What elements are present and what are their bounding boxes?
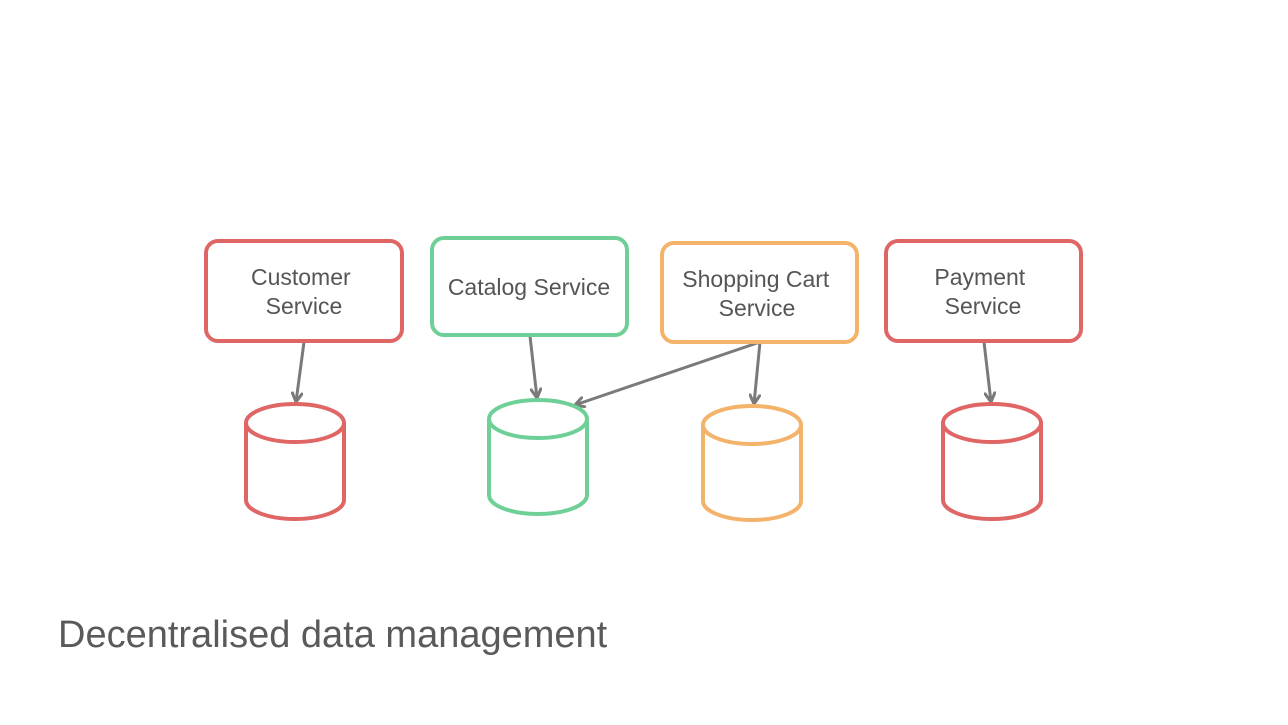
database-top: [701, 404, 803, 446]
service-box-payment: Payment Service: [884, 239, 1083, 343]
database-body: [701, 425, 803, 522]
arrow-customer-to-db: [296, 341, 306, 402]
database-body: [487, 419, 589, 516]
database-body: [244, 423, 346, 521]
database-top: [487, 398, 589, 440]
connection-arrows: [296, 335, 991, 405]
database-icon-customer: [244, 402, 346, 521]
service-box-customer: Customer Service: [204, 239, 404, 343]
database-top: [244, 402, 346, 444]
database-top: [941, 402, 1043, 444]
arrow-payment-to-db: [982, 341, 991, 402]
service-label-catalog: Catalog Service: [448, 274, 610, 300]
database-icon-catalog: [487, 398, 589, 516]
arrow-cart-to-catalog-db: [575, 340, 761, 405]
arrow-catalog-to-db: [528, 335, 537, 398]
service-box-shopping-cart: Shopping Cart Service: [660, 241, 859, 344]
database-body: [941, 423, 1043, 521]
arrow-cart-to-db: [754, 341, 762, 404]
database-icon-payment: [941, 402, 1043, 521]
service-label-customer: Customer Service: [251, 264, 357, 319]
service-label-payment: Payment Service: [934, 264, 1031, 319]
service-box-catalog: Catalog Service: [430, 236, 629, 337]
slide-caption: Decentralised data management: [58, 614, 608, 656]
service-label-shopping-cart: Shopping Cart Service: [682, 266, 835, 321]
database-icon-shopping-cart: [701, 404, 803, 522]
